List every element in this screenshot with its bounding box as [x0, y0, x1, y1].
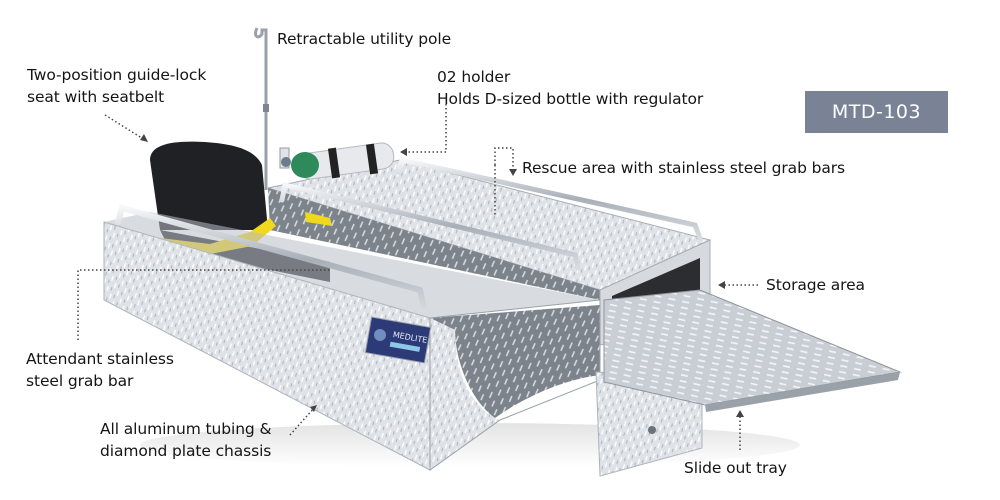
- callout-storage-area: Storage area: [766, 276, 865, 294]
- callout-chassis-line2: diamond plate chassis: [100, 442, 272, 460]
- leader-rescue-area-top: [494, 147, 514, 172]
- arrow-chassis-icon: [310, 405, 317, 412]
- rescue-grab-bars: [279, 157, 703, 271]
- callout-attendant-line1: Attendant stainless: [26, 350, 174, 368]
- attendant-grab-bar: [115, 204, 428, 315]
- o2-bottle: [279, 142, 395, 180]
- arrow-tray-icon: [736, 410, 744, 417]
- model-badge: MTD-103: [805, 91, 948, 133]
- leader-o2: [405, 104, 447, 153]
- callout-o2-line2: Holds D-sized bottle with regulator: [437, 90, 704, 108]
- arrow-storage-icon: [718, 281, 725, 289]
- callout-rescue-area: Rescue area with stainless steel grab ba…: [522, 159, 846, 177]
- callout-slide-out-tray: Slide out tray: [684, 459, 787, 477]
- brand-plate: MEDLITE: [364, 316, 432, 364]
- leader-seat: [104, 114, 146, 141]
- utility-pole: [254, 27, 269, 190]
- callout-utility-pole: Retractable utility pole: [277, 30, 452, 48]
- callout-o2-line1: 02 holder: [437, 68, 511, 86]
- callout-seat-line2: seat with seatbelt: [27, 88, 165, 106]
- leader-arrowheads: [140, 134, 744, 417]
- slide-out-tray: [603, 289, 902, 412]
- callout-seat-line1: Two-position guide-lock: [27, 66, 207, 84]
- callout-attendant-line2: steel grab bar: [26, 372, 134, 390]
- arrow-seat-icon: [140, 134, 148, 142]
- leader-lines: [77, 104, 758, 450]
- arrow-rescue-icon: [509, 169, 517, 176]
- arrow-o2-icon: [400, 148, 407, 156]
- callout-chassis-line1: All aluminum tubing &: [100, 420, 272, 438]
